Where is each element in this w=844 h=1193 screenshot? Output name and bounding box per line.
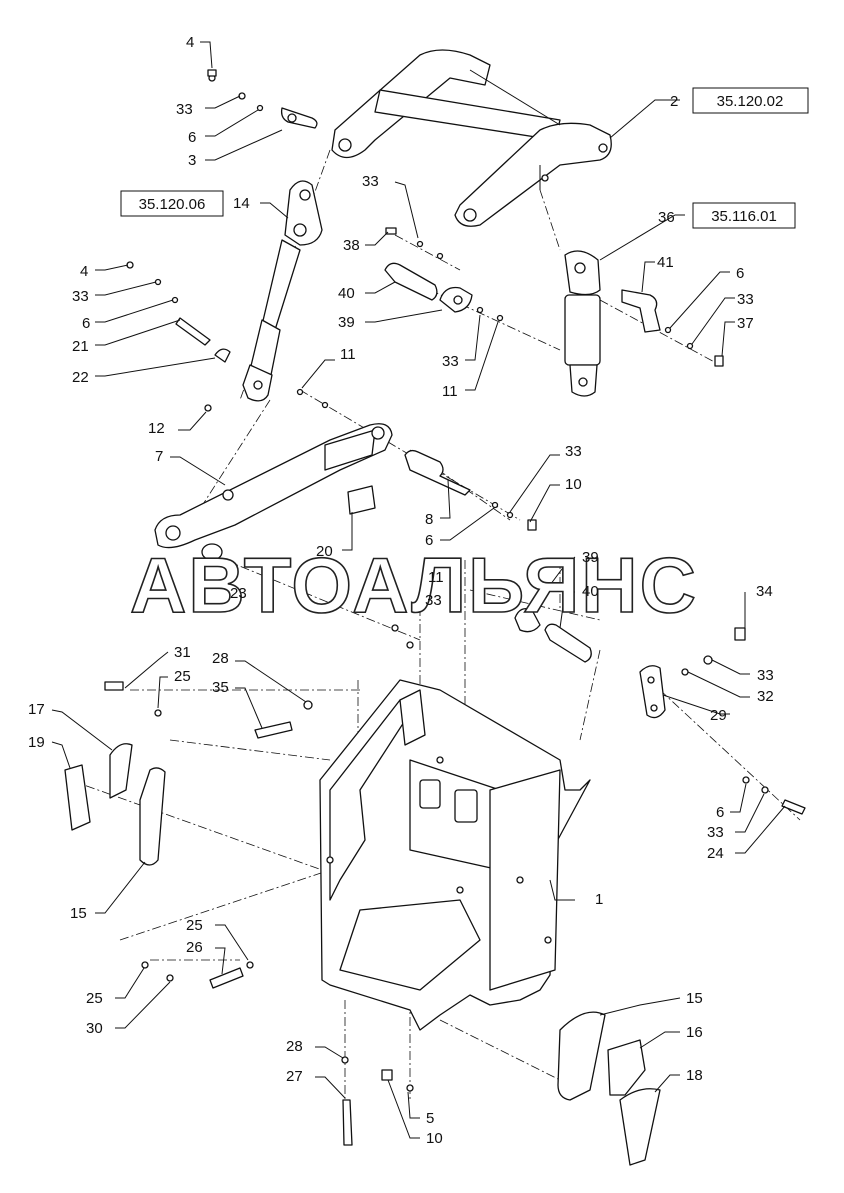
part-39-washer [439,286,473,313]
callouts: 4 33 6 3 2 14 33 38 40 39 33 11 36 41 6 … [28,34,774,1147]
part-29-plate [639,665,666,719]
callout-33: 33 [737,291,754,308]
callout-18: 18 [686,1067,703,1084]
callout-33: 33 [362,173,379,190]
part-36-cylinder [564,250,601,397]
callout-31: 31 [174,644,191,661]
part-1-main-housing [319,679,591,1031]
callout-20: 20 [316,543,333,560]
callout-41: 41 [657,254,674,271]
callout-30: 30 [86,1020,103,1037]
callout-10: 10 [565,476,582,493]
callout-25: 25 [86,990,103,1007]
callout-33: 33 [442,353,459,370]
callout-35: 35 [212,679,229,696]
callout-40: 40 [582,583,599,600]
callout-5: 5 [426,1110,434,1127]
callout-26: 26 [186,939,203,956]
callout-4: 4 [80,263,88,280]
callout-10: 10 [426,1130,443,1147]
callout-33: 33 [565,443,582,460]
ref-35-120-02: 35.120.02 [717,93,784,110]
callout-27: 27 [286,1068,303,1085]
callout-33: 33 [757,667,774,684]
callout-6: 6 [188,129,196,146]
ref-35-116-01: 35.116.01 [711,208,777,225]
part-3-pin [280,107,318,129]
callout-25: 25 [174,668,191,685]
reference-boxes: 35.120.02 35.120.06 35.116.01 [120,87,809,229]
part-18-guide [619,1088,661,1166]
callout-39: 39 [338,314,355,331]
callout-6: 6 [82,315,90,332]
part-20-pad [347,485,376,515]
callout-24: 24 [707,845,724,862]
callout-33: 33 [176,101,193,118]
part-15-plate-right [557,1011,606,1101]
callout-2: 2 [670,93,678,110]
callout-39: 39 [582,549,599,566]
callout-34: 34 [756,583,773,600]
part-40-sleeve-right [544,623,592,663]
fasteners [104,69,806,1146]
part-40-sleeve [384,262,438,301]
callout-3: 3 [188,152,196,169]
part-41-pin [621,289,661,333]
part-17-guide [109,743,133,799]
callout-6: 6 [425,532,433,549]
callout-15: 15 [70,905,87,922]
callout-7: 7 [155,448,163,465]
callout-1: 1 [595,891,603,908]
part-19-guide [64,764,91,831]
part-15-plate-left [139,767,166,866]
callout-28: 28 [286,1038,303,1055]
callout-6: 6 [716,804,724,821]
callout-16: 16 [686,1024,703,1041]
part-39-washer-right [514,607,541,633]
callout-25: 25 [186,917,203,934]
callout-11: 11 [428,569,444,586]
callout-17: 17 [28,701,45,718]
callout-36: 36 [658,209,675,226]
ref-35-120-06: 35.120.06 [139,196,206,213]
callout-4: 4 [186,34,194,51]
part-8-pin [404,449,471,496]
callout-40: 40 [338,285,355,302]
callout-33: 33 [72,288,89,305]
callout-28: 28 [212,650,229,667]
callout-8: 8 [425,511,433,528]
part-23-plug [201,543,223,561]
callout-14: 14 [233,195,250,212]
part-16-guide [607,1039,646,1096]
callout-38: 38 [343,237,360,254]
callout-19: 19 [28,734,45,751]
centerlines [69,149,801,1100]
callout-37: 37 [737,315,754,332]
leader-lines [51,41,786,1139]
callout-29: 29 [710,707,727,724]
part-7-lower-link [154,423,393,549]
callout-33: 33 [425,592,442,609]
callout-11: 11 [340,346,356,363]
callout-15: 15 [686,990,703,1007]
callout-23: 23 [230,585,247,602]
callout-32: 32 [757,688,774,705]
callout-6: 6 [736,265,744,282]
watermark: АВТОАЛЬЯНС [130,541,698,629]
callout-12: 12 [148,420,165,437]
callout-11: 11 [442,383,458,400]
callout-21: 21 [72,338,89,355]
part-2-top-link-frame [331,49,612,227]
callout-22: 22 [72,369,89,386]
callout-33: 33 [707,824,724,841]
part-14-top-link [242,180,323,402]
